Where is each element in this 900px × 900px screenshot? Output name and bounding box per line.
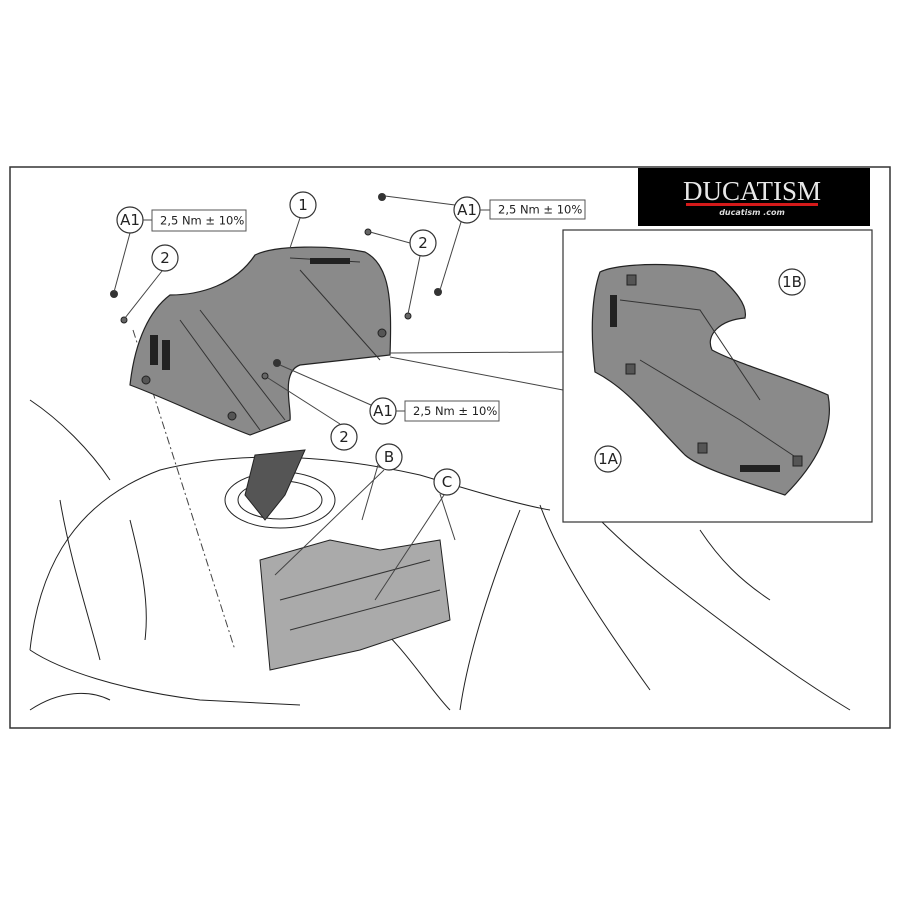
callout-2-left: 2 [151,244,179,272]
callout-a1-left: A1 [116,206,144,234]
svg-text:B: B [384,448,394,466]
callout-a1-bottom: A1 [369,397,397,425]
callout-c: C [433,468,461,496]
svg-text:A1: A1 [120,211,140,229]
callout-2-bottom: 2 [330,423,358,451]
torque-spec-left: 2,5 Nm ± 10% [143,209,247,232]
torque-spec-bottom: 2,5 Nm ± 10% [396,400,500,422]
callout-a1-right: A1 [453,196,481,224]
callout-1: 1 [289,191,317,219]
callout-2-right: 2 [409,229,437,257]
svg-text:1A: 1A [598,450,619,468]
svg-text:2,5 Nm ± 10%: 2,5 Nm ± 10% [413,404,497,418]
install-arrow-icon [244,449,306,521]
svg-text:2,5 Nm ± 10%: 2,5 Nm ± 10% [498,203,582,217]
svg-text:A1: A1 [373,402,393,420]
cover-underside-part [591,263,830,496]
svg-text:1B: 1B [782,273,802,291]
torque-spec-right: 2,5 Nm ± 10% [480,199,586,220]
callout-1b: 1B [778,268,806,296]
callout-b: B [375,443,403,471]
callout-1a: 1A [594,445,622,473]
diagram-frame [9,166,891,729]
svg-text:2: 2 [418,234,428,252]
svg-text:A1: A1 [457,201,477,219]
svg-text:ducatism .com: ducatism .com [719,208,785,217]
svg-text:2,5 Nm ± 10%: 2,5 Nm ± 10% [160,214,244,228]
svg-text:1: 1 [298,196,308,214]
motorcycle-tank-outline [29,399,851,711]
svg-text:C: C [442,473,452,491]
svg-text:2: 2 [339,428,349,446]
svg-text:2: 2 [160,249,170,267]
tank-cover-part [129,246,392,436]
ducatism-logo: DUCATISM ducatism .com [638,168,870,226]
svg-text:DUCATISM: DUCATISM [683,176,821,206]
screws [110,193,442,380]
